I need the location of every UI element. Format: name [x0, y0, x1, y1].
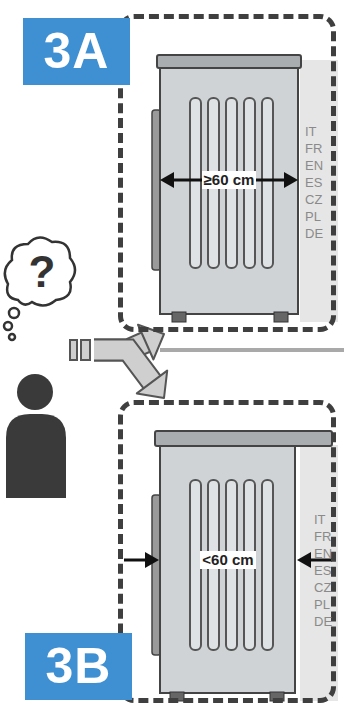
thinking-person: ? — [4, 236, 78, 500]
language-code: FR — [314, 529, 331, 544]
language-code: IT — [314, 512, 326, 527]
person-icon — [6, 374, 66, 498]
thought-bubble — [4, 237, 75, 340]
step-badge: 3B — [25, 633, 132, 700]
language-code: CZ — [305, 192, 322, 207]
language-code: PL — [314, 597, 330, 612]
washer-wide — [152, 55, 338, 322]
dimension-label: ≥60 cm — [202, 171, 257, 189]
language-code: EN — [314, 546, 332, 561]
language-code: ES — [305, 175, 322, 190]
language-code: DE — [305, 226, 323, 241]
language-code: FR — [305, 141, 322, 156]
question-mark: ? — [14, 244, 70, 300]
step-badge: 3A — [23, 18, 130, 85]
divider-line — [160, 348, 344, 352]
arrow-tail — [70, 340, 90, 360]
washer-narrow — [152, 431, 338, 701]
language-code: EN — [305, 158, 323, 173]
language-code: CZ — [314, 580, 331, 595]
language-code: IT — [305, 124, 317, 139]
language-code: PL — [305, 209, 321, 224]
language-code: ES — [314, 563, 331, 578]
dimension-label: <60 cm — [200, 551, 255, 569]
language-code: DE — [314, 614, 332, 629]
choice-arrow — [94, 350, 167, 398]
